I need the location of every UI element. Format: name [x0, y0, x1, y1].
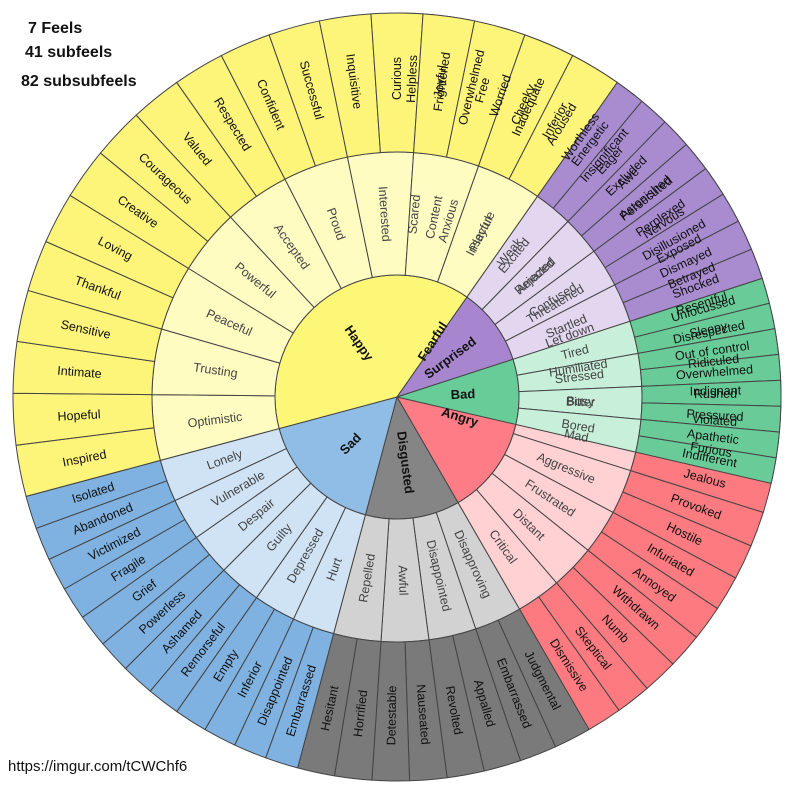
subfeels-count-label: 41 subfeels: [25, 44, 113, 61]
sub-label-awful: Awful: [396, 565, 411, 596]
outer-label-curious: Curious: [390, 57, 404, 100]
sub-label-bored: Bored: [561, 417, 596, 436]
outer-label-overwhelmed: Overwhelmed: [676, 362, 754, 382]
source-url: https://imgur.com/tCWChf6: [8, 758, 188, 775]
subsubfeels-count-label: 82 subsubfeels: [21, 73, 137, 90]
outer-label-indignant: Indignant: [690, 383, 742, 398]
sub-label-bitter: Bitter: [566, 395, 596, 410]
outer-label-detestable: Detestable: [384, 685, 399, 745]
headline-block: 7 Feels 41 subfeels 82 subsubfeels: [0, 0, 200, 100]
outer-label-hopeful: Hopeful: [57, 407, 101, 423]
outer-label-intimate: Intimate: [57, 364, 102, 381]
feels-count-label: 7 Feels: [28, 20, 83, 37]
sub-label-interested: Interested: [376, 186, 394, 242]
sub-label-mad: Mad: [563, 426, 590, 445]
sub-label-trusting: Trusting: [192, 360, 238, 380]
outer-label-furious: Furious: [689, 439, 732, 460]
outer-label-free: Free: [472, 76, 492, 105]
outer-label-pressured: Pressured: [686, 407, 744, 424]
outer-slice-indifferent: [635, 435, 777, 484]
outer-label-ridiculed: Ridiculed: [687, 352, 740, 372]
outer-label-horrified: Horrified: [351, 689, 370, 738]
wheel-slices: [12, 12, 782, 782]
outer-label-joyful: Joyful: [431, 64, 449, 98]
outer-label-helpless: Helpless: [404, 55, 420, 104]
sub-label-scared: Scared: [405, 194, 423, 235]
sub-label-tired: Tired: [560, 342, 591, 362]
outer-label-nauseated: Nauseated: [414, 684, 433, 745]
sub-label-optimistic: Optimistic: [187, 410, 243, 431]
core-label-bad: Bad: [450, 386, 475, 402]
outer-label-rushed: Rushed: [694, 387, 737, 401]
outer-label-apathetic: Apathetic: [686, 427, 739, 447]
sub-label-stressed: Stressed: [554, 367, 605, 386]
outer-label-violated: Violated: [692, 412, 738, 429]
sub-label-busy: Busy: [566, 394, 595, 409]
